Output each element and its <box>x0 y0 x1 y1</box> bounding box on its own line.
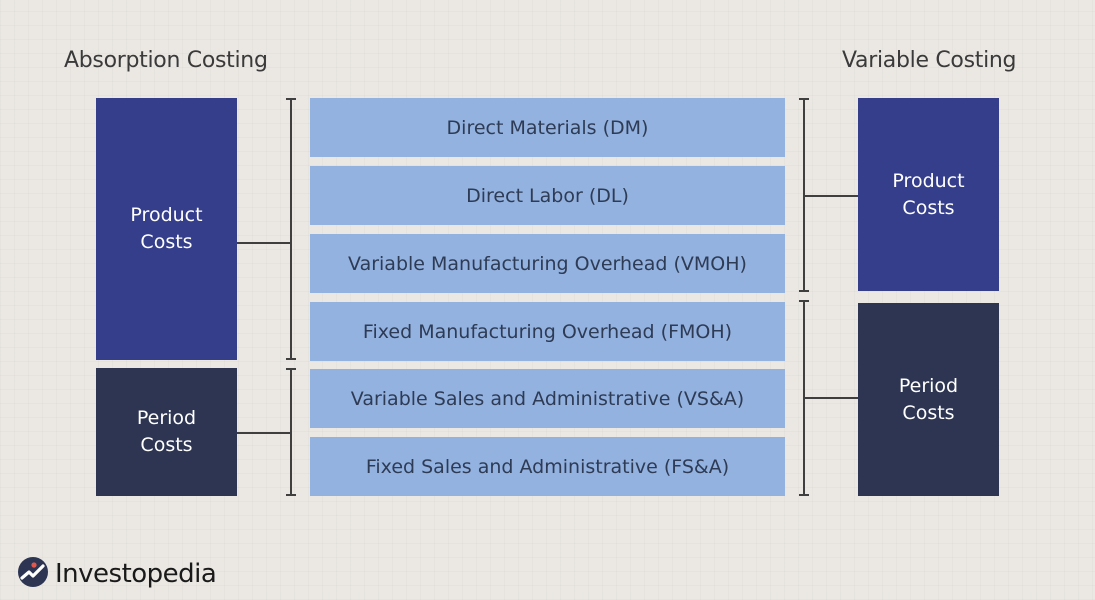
variable-costing-heading: Variable Costing <box>842 48 1017 73</box>
investopedia-logo: Investopedia <box>17 556 217 592</box>
absorption-period-costs-block: Period Costs <box>96 368 237 496</box>
cost-item-direct-labor: Direct Labor (DL) <box>310 166 785 225</box>
cost-item-variable-manufacturing-overhead: Variable Manufacturing Overhead (VMOH) <box>310 234 785 293</box>
absorption-product-costs-block: Product Costs <box>96 98 237 360</box>
cost-item-fixed-manufacturing-overhead: Fixed Manufacturing Overhead (FMOH) <box>310 302 785 361</box>
investopedia-logo-text: Investopedia <box>55 559 217 589</box>
variable-product-costs-block: Product Costs <box>858 98 999 291</box>
cost-item-direct-materials: Direct Materials (DM) <box>310 98 785 157</box>
cost-item-fixed-sales-admin: Fixed Sales and Administrative (FS&A) <box>310 437 785 496</box>
investopedia-logo-icon <box>17 556 49 592</box>
absorption-costing-heading: Absorption Costing <box>64 48 268 73</box>
cost-item-variable-sales-admin: Variable Sales and Administrative (VS&A) <box>310 369 785 428</box>
variable-period-costs-block: Period Costs <box>858 303 999 496</box>
